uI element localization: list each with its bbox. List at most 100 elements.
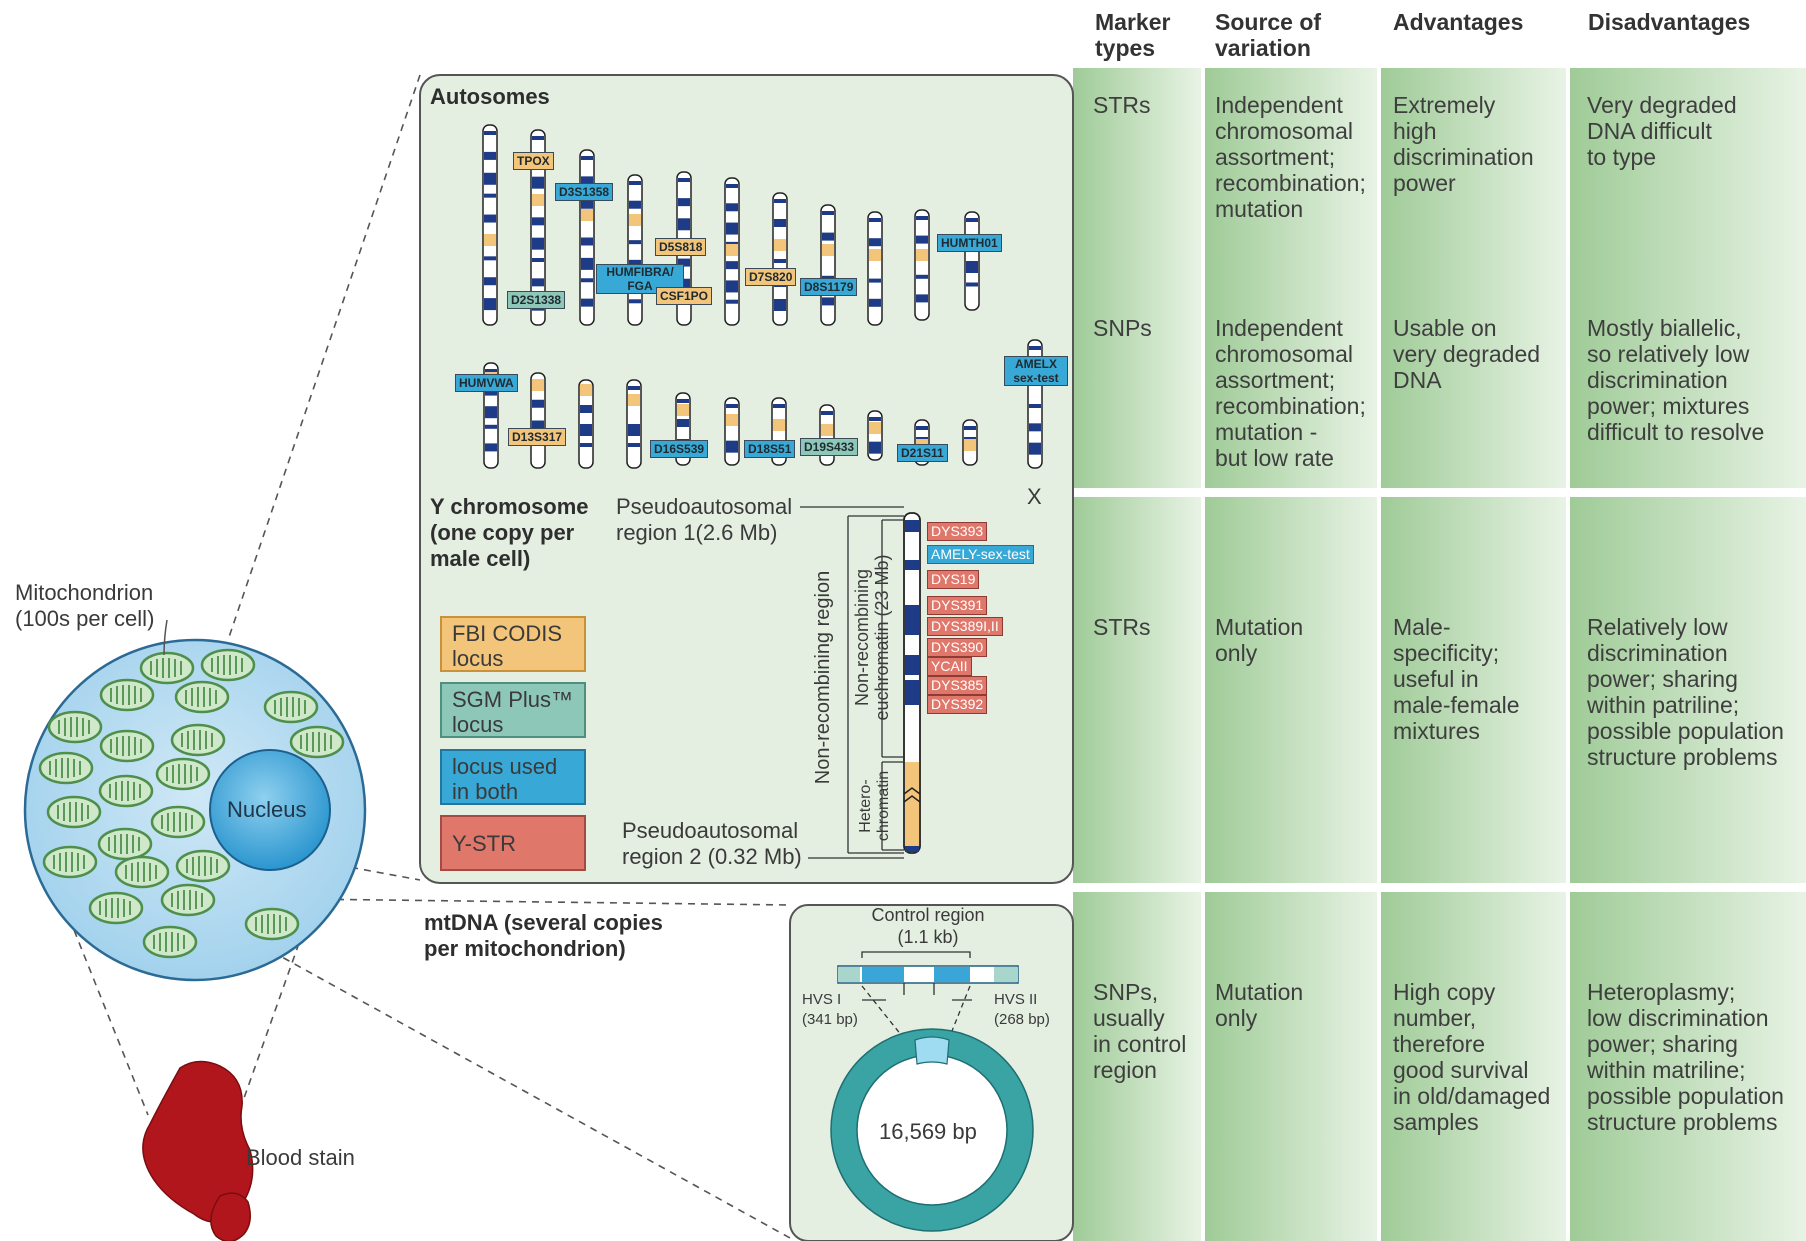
autosome-10	[914, 209, 930, 321]
legend-sgm-plus: SGM Plus™ locus	[440, 682, 586, 738]
chromosome-band	[484, 214, 496, 223]
chromosome-band	[580, 443, 592, 447]
chromosome-band	[581, 298, 593, 307]
chromosome-band	[484, 256, 496, 261]
chromosome-band	[485, 443, 497, 452]
locus-d7s820: D7S820	[745, 268, 797, 286]
chromosome-band	[822, 275, 834, 280]
chromosome-band	[916, 426, 928, 430]
centromere	[484, 234, 496, 246]
locus-dys393: DYS393	[927, 522, 988, 541]
chromosome-band	[774, 259, 786, 263]
chromosome-band	[485, 406, 497, 419]
legend-y-str: Y-STR	[440, 815, 586, 871]
row1-marker: STRs	[1093, 92, 1151, 118]
header-marker-types: Marker types	[1095, 9, 1171, 61]
chromosome-band	[629, 240, 641, 245]
legend-locus-both: locus used in both	[440, 749, 586, 805]
chromosome-band	[581, 257, 593, 270]
mitochondrion-label: Mitochondrion (100s per cell)	[15, 580, 155, 631]
chromosome-band	[629, 200, 641, 209]
chromosome-band	[1029, 423, 1041, 432]
row3-disadvantages: Relatively low discrimination power; sha…	[1587, 614, 1784, 770]
par1-label: Pseudoautosomal region 1(2.6 Mb)	[616, 494, 793, 545]
chromosome-band	[484, 298, 496, 311]
row2-marker: SNPs	[1093, 315, 1152, 341]
non-recombining-euchromatin-label: Non-recombining euchromatin (23 Mb)	[852, 554, 892, 721]
locus-dys391: DYS391	[927, 596, 988, 615]
autosomes-title: Autosomes	[430, 84, 550, 109]
chromosome-band	[581, 237, 593, 246]
locus-d21s11: D21S11	[897, 444, 948, 462]
centromere	[964, 439, 976, 451]
centromere	[581, 209, 593, 221]
row4-disadvantages: Heteroplasmy; low discrimination power; …	[1587, 979, 1784, 1135]
chromosome-band	[869, 298, 881, 307]
autosome-17	[724, 397, 740, 466]
mtdna-title: mtDNA (several copies per mitochondrion)	[424, 910, 663, 961]
chromosome-band	[678, 258, 690, 267]
locus-d3s1358: D3S1358	[555, 183, 614, 201]
chromosome-band	[726, 184, 738, 188]
blood-drop	[210, 1192, 251, 1241]
chromosome-band	[484, 193, 496, 198]
chromosome-band	[822, 232, 834, 241]
chromosome-band	[532, 136, 544, 140]
chromosome-band	[628, 443, 640, 447]
chromosome-band	[869, 238, 881, 247]
chromosome-band	[726, 404, 738, 408]
centromere	[628, 394, 640, 406]
chromosome-band	[726, 299, 738, 304]
chromosome-band	[485, 424, 497, 429]
chromosome-band	[822, 211, 834, 215]
centromere	[869, 422, 881, 434]
locus-csf1po: CSF1PO	[656, 287, 713, 305]
locus-humth01: HUMTH01	[937, 234, 1002, 252]
chromosome-band	[1029, 404, 1041, 408]
chromosome-band	[678, 198, 690, 207]
non-recombining-region-label: Non-recombining region	[812, 570, 834, 785]
chromosome-band	[821, 411, 833, 415]
chromosome-band	[726, 440, 738, 453]
x-chromosome-label: X	[1027, 484, 1042, 509]
chromosome-band	[726, 280, 738, 293]
chromosome-band	[677, 399, 689, 403]
row3-marker: STRs	[1093, 614, 1151, 640]
row2-advantages: Usable on very degraded DNA	[1393, 315, 1541, 393]
locus-ycaii: YCAII	[927, 657, 972, 676]
chromosome-band	[678, 178, 690, 182]
chromosome-band	[1029, 346, 1041, 350]
chromosome-band	[532, 278, 544, 287]
chromosome-band	[822, 297, 834, 306]
chromosome-band	[774, 219, 786, 227]
row3-advantages: Male- specificity; useful in male-female…	[1393, 614, 1520, 744]
autosome-8	[820, 204, 836, 326]
blood-stain-label: Blood stain	[246, 1145, 355, 1170]
centromere	[773, 419, 785, 431]
row1-source: Independent chromosomal assortment; reco…	[1215, 92, 1366, 222]
locus-amely-sex-test: AMELY-sex-test	[927, 545, 1034, 564]
centromere	[532, 379, 544, 391]
header-advantages: Advantages	[1393, 9, 1524, 35]
header-source-of-variation: Source of variation	[1215, 9, 1322, 61]
nucleus	[209, 749, 331, 871]
row4-source: Mutation only	[1215, 979, 1304, 1031]
row2-disadvantages: Mostly biallelic, so relatively low disc…	[1587, 315, 1765, 445]
locus-d5s818: D5S818	[655, 238, 707, 256]
locus-d8s1179: D8S1179	[800, 278, 858, 296]
chromosome-band	[869, 278, 881, 283]
chromosome-band	[532, 258, 544, 262]
centromere	[532, 194, 544, 206]
row1-advantages: Extremely high discrimination power	[1393, 92, 1534, 196]
y-chromosome-title: Y chromosome (one copy per male cell)	[430, 494, 589, 571]
chromosome-band	[773, 404, 785, 408]
table-columns	[1073, 68, 1806, 1241]
locus-d16s539: D16S539	[650, 440, 709, 458]
locus-dys392: DYS392	[927, 695, 988, 714]
chromosome-band	[484, 277, 496, 286]
locus-tpox: TPOX	[513, 152, 554, 170]
chromosome-band	[774, 299, 786, 311]
row1-disadvantages: Very degraded DNA difficult to type	[1587, 92, 1737, 170]
chromosome-band	[774, 199, 786, 203]
